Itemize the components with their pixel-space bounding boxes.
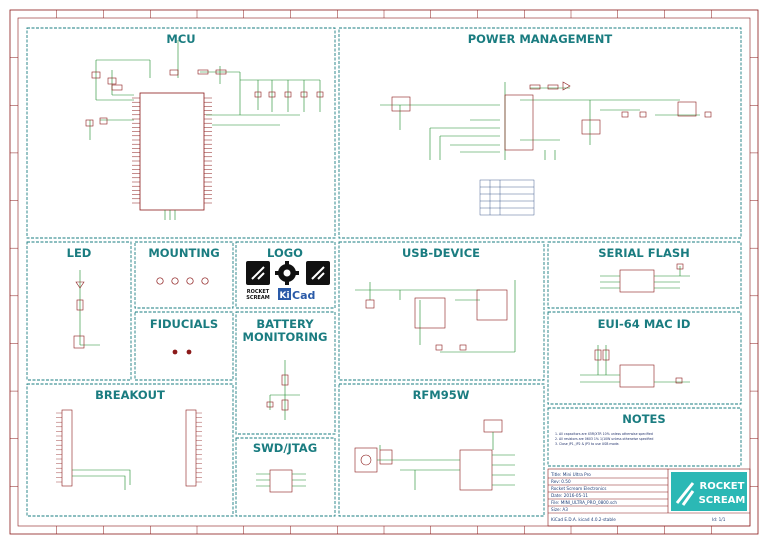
mounting-box	[134, 241, 234, 309]
title-block-logo: ROCKET SCREAM	[671, 472, 747, 511]
led-box	[26, 241, 132, 381]
rocket-icon-logo	[306, 261, 330, 285]
rocket-scream-logo: ROCKET SCREAM	[246, 261, 270, 301]
battery-circuit	[266, 360, 300, 420]
swd-connector	[256, 469, 306, 493]
kicad-cad: Cad	[292, 289, 315, 302]
led-title: LED	[67, 246, 92, 260]
notes-title: NOTES	[622, 412, 665, 426]
power-box	[338, 27, 742, 239]
tb-sheet: Id: 1/1	[712, 517, 726, 522]
tb-logo-line2: SCREAM	[699, 495, 746, 506]
note-1: 1. All capacitors are X5R/X7R 10% unless…	[555, 432, 653, 436]
frame-ticks	[10, 10, 758, 534]
note-2: 2. All resistors are 0603 1% 1/10W unles…	[555, 437, 653, 441]
rocket-logo-line2: SCREAM	[246, 295, 269, 301]
fiducial-marks	[172, 349, 192, 355]
serial-flash-title: SERIAL FLASH	[598, 246, 690, 260]
usb-circuit	[355, 280, 516, 353]
gear-logo	[275, 261, 299, 285]
rocket-logo-line1: ROCKET	[247, 289, 270, 295]
fiducials-title: FIDUCIALS	[150, 317, 218, 331]
logo-title: LOGO	[267, 246, 303, 260]
rfm-box	[338, 383, 545, 517]
title-block	[547, 468, 751, 527]
power-wires	[380, 82, 700, 160]
mounting-holes	[156, 277, 209, 285]
eui-box	[547, 311, 742, 405]
serial-flash-circuit	[600, 263, 690, 293]
swd-title: SWD/JTAG	[253, 441, 317, 455]
tb-size: Size: A3	[551, 507, 568, 512]
battery-title-line1: BATTERY	[256, 317, 314, 331]
fiducials-box	[134, 311, 234, 381]
mcu-wires	[89, 40, 321, 220]
mcu-box	[26, 27, 336, 239]
eui-title: EUI-64 MAC ID	[598, 317, 691, 331]
led-circuit	[73, 270, 100, 349]
rfm-title: RFM95W	[413, 388, 470, 402]
breakout-box	[26, 383, 234, 517]
battery-box	[235, 311, 336, 435]
tb-logo-line1: ROCKET	[700, 481, 745, 492]
mcu-components	[85, 69, 324, 127]
serial-flash-box	[547, 241, 742, 309]
tb-rev: Rev: 0.50	[551, 479, 571, 484]
usb-box	[338, 241, 545, 381]
rfm-circuit	[354, 419, 515, 491]
breakout-headers	[56, 409, 202, 490]
tb-title: Title: Mini Ultra Pro	[550, 472, 591, 477]
power-table	[479, 179, 535, 216]
tb-file: File: MINI_ULTRA_PRO_0800.sch	[551, 500, 617, 505]
power-title: POWER MANAGEMENT	[468, 32, 613, 46]
tb-kicad-id: KiCad E.D.A. kicad 4.0.2-stable	[551, 517, 616, 522]
mcu-symbol	[132, 92, 212, 211]
eui-circuit	[580, 345, 690, 388]
battery-title-line2: MONITORING	[243, 330, 328, 344]
kicad-logo: Ki Cad	[278, 288, 315, 302]
note-3: 3. Close JP1, JP2 & JP3 to use USB mode.	[555, 442, 619, 446]
logo-box	[235, 241, 336, 309]
power-components	[391, 81, 712, 151]
notes-box	[547, 407, 742, 467]
mcu-title: MCU	[166, 32, 195, 46]
tb-company: Rocket Scream Electronics	[551, 486, 606, 491]
usb-title: USB-DEVICE	[402, 246, 480, 260]
breakout-title: BREAKOUT	[95, 388, 165, 402]
mounting-title: MOUNTING	[148, 246, 219, 260]
swd-box	[235, 437, 336, 517]
tb-date: Date: 2016-05-11	[551, 493, 588, 498]
kicad-ki: Ki	[279, 291, 289, 301]
